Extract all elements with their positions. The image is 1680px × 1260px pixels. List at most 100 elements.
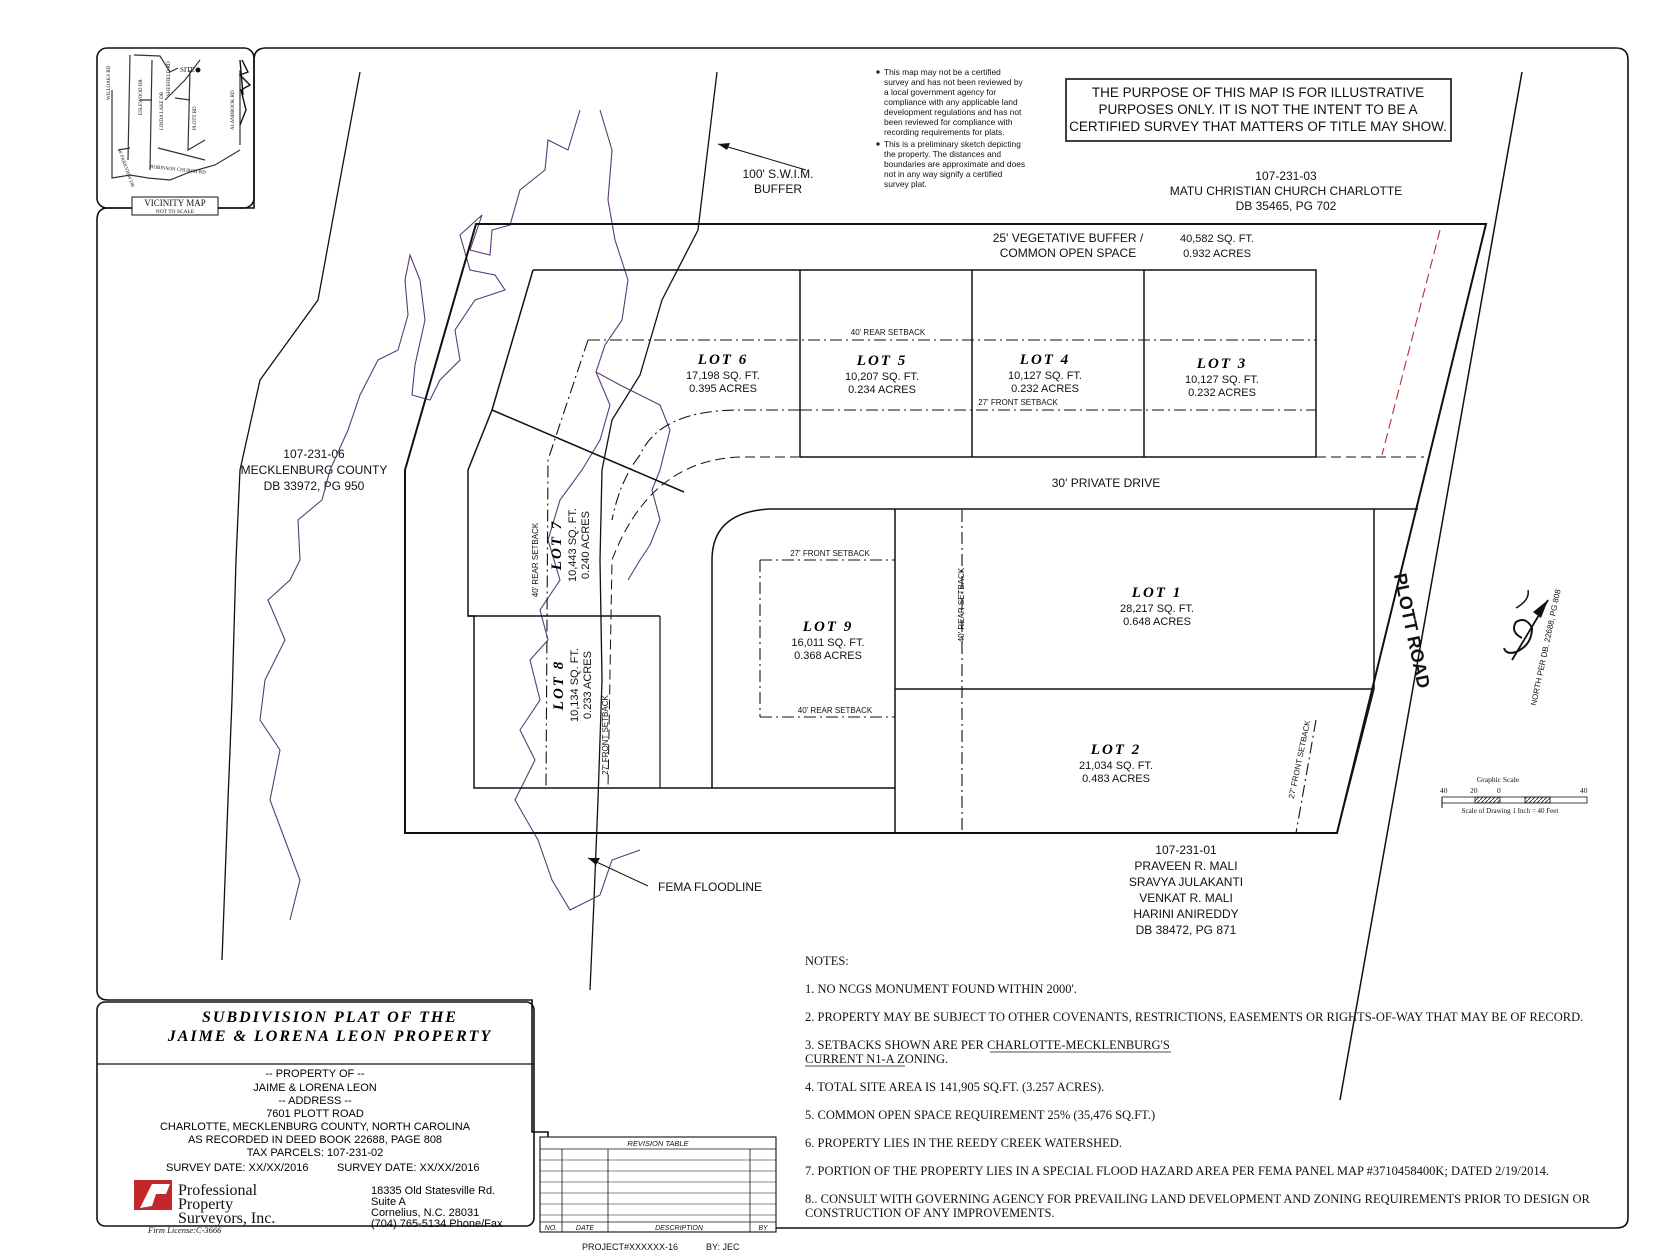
lot-name: LOT 8 [551, 660, 567, 711]
lot-9: LOT 9 16,011 SQ. FT. 0.368 ACRES [791, 619, 864, 662]
vicinity-street-label: W PARKVIEW DR [116, 149, 135, 189]
parcel-north-id: 107-231-03 [1255, 169, 1317, 183]
lot-area: 10,443 SQ. FT. [567, 508, 579, 582]
main-frame [96, 47, 1629, 1229]
buffer-acres: 0.932 ACRES [1183, 248, 1251, 260]
disclaimer-notes: This map may not be a certified survey a… [876, 67, 1025, 189]
svg-text:been reviewed for compliance w: been reviewed for compliance with [884, 117, 1013, 127]
vicinity-map: SITE WILLOAKS RD ESLEWOOD DR LINDA LAKE … [107, 54, 252, 216]
title-block-frame [96, 1001, 535, 1227]
svg-text:compliance with any applicable: compliance with any applicable land [884, 97, 1018, 107]
setback-label: 40' REAR SETBACK [851, 328, 926, 337]
vicinity-street-label: ALANBROOK RD [231, 90, 236, 130]
lot-area: 10,127 SQ. FT. [1008, 370, 1082, 382]
setback-label: 27' FRONT SETBACK [790, 549, 870, 558]
parcel-south-deed: DB 38472, PG 871 [1136, 923, 1237, 937]
parcel-west-id: 107-231-06 [283, 447, 345, 461]
plat-title: SUBDIVISION PLAT OF THE [202, 1009, 458, 1026]
disclaimer-line: CERTIFIED SURVEY THAT MATTERS OF TITLE M… [1069, 119, 1447, 134]
revision-table: REVISION TABLE NO. DATE DESCRIPTION BY [539, 1136, 777, 1233]
survey-date: SURVEY DATE: XX/XX/2016 [166, 1162, 308, 1174]
buffer-area: 40,582 SQ. FT. [1180, 233, 1254, 245]
setback-label: 27' FRONT SETBACK [601, 695, 610, 775]
setback-label: 40' REAR SETBACK [798, 706, 873, 715]
swim-buffer-label: BUFFER [754, 182, 802, 196]
lot-name: LOT 2 [1090, 742, 1141, 758]
note-item: 6. PROPERTY LIES IN THE REEDY CREEK WATE… [805, 1136, 1122, 1150]
svg-text:This is a preliminary sketch d: This is a preliminary sketch depicting [884, 139, 1021, 149]
svg-text:survey plat.: survey plat. [884, 179, 927, 189]
svg-text:not in any way signify a certi: not in any way signify a certified [884, 169, 1003, 179]
lot-3: LOT 3 10,127 SQ. FT. 0.232 ACRES [1185, 356, 1259, 399]
svg-text:40: 40 [1440, 786, 1448, 795]
graphic-scale: Graphic Scale 40 20 0 40 Scale of Drawin… [1440, 775, 1588, 815]
company-address: 18335 Old Statesville Rd. [371, 1185, 495, 1197]
north-reference-label: NORTH PER DB. 22688, PG 808 [1529, 588, 1563, 706]
lot-8: LOT 8 10,134 SQ. FT. 0.233 ACRES [551, 648, 594, 722]
lot-4: LOT 4 10,127 SQ. FT. 0.232 ACRES [1008, 352, 1082, 395]
note-item: 5. COMMON OPEN SPACE REQUIREMENT 25% (35… [805, 1108, 1155, 1122]
lot-area: 10,134 SQ. FT. [569, 648, 581, 722]
svg-text:boundaries are approximate and: boundaries are approximate and does [884, 159, 1025, 169]
private-drive-edge [711, 508, 1418, 788]
svg-text:TAX PARCELS: 107-231-02: TAX PARCELS: 107-231-02 [247, 1147, 384, 1159]
revision-column-header: DESCRIPTION [655, 1225, 704, 1232]
svg-text:recording requirements for pla: recording requirements for plats. [884, 127, 1005, 137]
svg-text:20: 20 [1470, 786, 1478, 795]
setback-label: 40' REAR SETBACK [531, 522, 540, 597]
lot-area: 28,217 SQ. FT. [1120, 603, 1194, 615]
swim-buffer-line [589, 71, 718, 991]
lot-area: 21,034 SQ. FT. [1079, 760, 1153, 772]
lot-acres: 0.368 ACRES [794, 650, 862, 662]
svg-text:This map may not be a certifi: This map may not be a certified [884, 67, 1001, 77]
note-item: 1. NO NCGS MONUMENT FOUND WITHIN 2000'. [805, 982, 1077, 996]
revision-column-header: NO. [545, 1225, 558, 1232]
vicinity-street-label: LINDA LAKE DR [160, 91, 165, 130]
disclaimer-line: PURPOSES ONLY. IT IS NOT THE INTENT TO B… [1098, 102, 1417, 117]
parcel-south-id: 107-231-01 [1155, 843, 1217, 857]
parcel-south-owner: SRAVYA JULAKANTI [1129, 875, 1243, 889]
svg-text:Graphic Scale: Graphic Scale [1477, 775, 1520, 784]
disclaimer-box [1065, 78, 1452, 142]
svg-text:Scale of Drawing 1 Inch = 40 F: Scale of Drawing 1 Inch = 40 Feet [1462, 807, 1559, 815]
fema-floodline-label: FEMA FLOODLINE [658, 880, 762, 894]
company-name: Surveyors, Inc. [178, 1210, 275, 1227]
setback-label: 27' FRONT SETBACK [978, 398, 1058, 407]
fema-floodline [259, 109, 581, 921]
road-centerline [1381, 229, 1441, 456]
project-number: PROJECT#XXXXXX-16 [582, 1242, 678, 1252]
note-item: CONSTRUCTION OF ANY IMPROVEMENTS. [805, 1206, 1055, 1220]
vicinity-map-title: VICINITY MAP [144, 198, 205, 208]
vicinity-street-label: PLOTT RD [193, 106, 198, 130]
lot-7: LOT 7 10,443 SQ. FT. 0.240 ACRES [549, 508, 592, 582]
svg-text:-- ADDRESS --: -- ADDRESS -- [278, 1095, 352, 1107]
lot-name: LOT 7 [549, 520, 565, 571]
svg-text:survey and has not been review: survey and has not been reviewed by [884, 77, 1024, 87]
company-address: (704) 765-5134 Phone/Fax [371, 1218, 503, 1230]
swim-buffer-label: 100' S.W.I.M. [743, 167, 814, 181]
lot-name: LOT 4 [1019, 352, 1070, 368]
vicinity-street-label: ESLEWOOD DR [139, 79, 144, 115]
lot-6: LOT 6 17,198 SQ. FT. 0.395 ACRES [686, 352, 760, 395]
company-license: Firm License:C-3666 [147, 1225, 222, 1235]
lot-acres: 0.240 ACRES [580, 511, 592, 579]
revision-column-header: DATE [576, 1225, 594, 1232]
svg-text:the property. The distances a: the property. The distances and [884, 149, 1001, 159]
svg-text:40: 40 [1580, 786, 1588, 795]
note-item: 2. PROPERTY MAY BE SUBJECT TO OTHER COVE… [805, 1010, 1583, 1024]
svg-text:0: 0 [1497, 786, 1501, 795]
drafted-by: BY: JEC [706, 1242, 740, 1252]
lot-acres: 0.232 ACRES [1188, 387, 1256, 399]
private-drive-label: 30' PRIVATE DRIVE [1052, 476, 1161, 490]
lot-name: LOT 1 [1131, 585, 1182, 601]
lot-name: LOT 3 [1196, 356, 1247, 372]
parcel-north-deed: DB 35465, PG 702 [1236, 199, 1337, 213]
lot-area: 10,127 SQ. FT. [1185, 374, 1259, 386]
north-arrow-icon [1503, 589, 1549, 661]
vicinity-north-arrow-icon [238, 59, 252, 126]
parcel-north-owner: MATU CHRISTIAN CHURCH CHARLOTTE [1170, 184, 1402, 198]
setback-label: 40' REAR SETBACK [957, 567, 966, 642]
svg-text:-- PROPERTY OF --: -- PROPERTY OF -- [265, 1068, 365, 1080]
plott-road-label: PLOTT ROAD [1390, 571, 1434, 690]
